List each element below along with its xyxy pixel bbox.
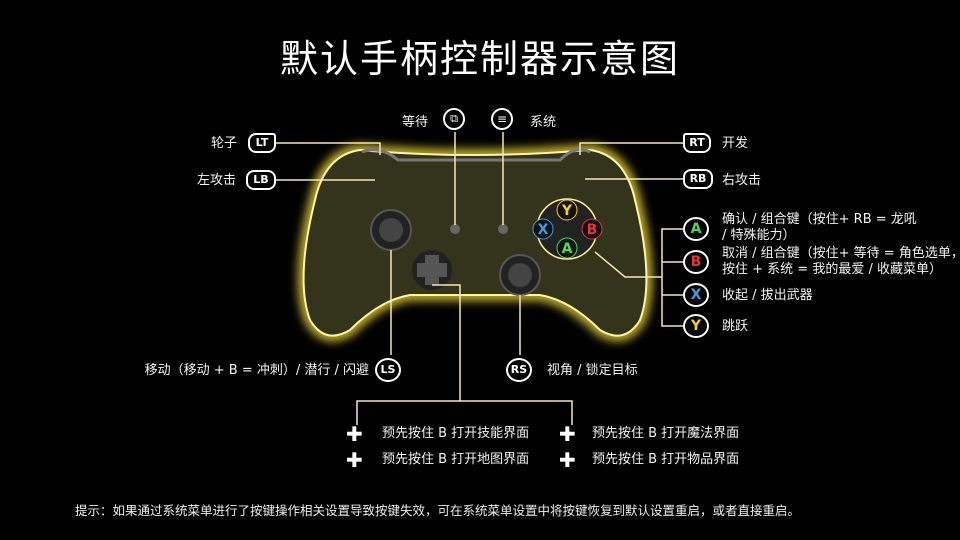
rt-badge: RT: [683, 133, 711, 153]
left-stick: [370, 209, 412, 251]
lt-badge: LT: [248, 133, 276, 153]
x-button-label: 收起 / 拔出武器: [722, 288, 813, 303]
dpad: [412, 250, 452, 290]
x-button-badge: X: [683, 283, 709, 307]
dpad-right-label: 预先按住 B 打开物品界面: [592, 452, 740, 467]
menu-icon: ≡: [491, 108, 513, 130]
a-button-badge: A: [683, 217, 709, 241]
footer-tip: 提示：如果通过系统菜单进行了按键操作相关设置导致按键失效，可在系统菜单设置中将按…: [75, 503, 801, 518]
dpad-left-label: 预先按住 B 打开魔法界面: [592, 426, 740, 441]
svg-text:Y: Y: [561, 203, 573, 219]
controller-body: [298, 144, 652, 341]
menu-label: 系统: [530, 115, 557, 130]
view-button: [450, 224, 460, 234]
dpad-down-icon: ✚: [346, 448, 363, 472]
rs-badge: RS: [506, 358, 532, 382]
a-line2: / 特殊能力）: [722, 228, 796, 243]
dpad-up-icon: ✚: [346, 422, 363, 446]
y-button-badge: Y: [683, 314, 709, 338]
ls-label: 移动（移动 + B = 冲刺）/ 潜行 / 闪避: [144, 363, 369, 378]
dpad-up-label: 预先按住 B 打开技能界面: [382, 426, 530, 441]
b-line2: 按住 + 系统 = 我的最爱 / 收藏菜单）: [722, 262, 942, 277]
view-icon: ⧉: [443, 108, 465, 130]
lt-label: 轮子: [211, 136, 238, 151]
dpad-down-label: 预先按住 B 打开地图界面: [382, 452, 530, 467]
lb-label: 左攻击: [197, 173, 237, 188]
lb-badge: LB: [246, 170, 276, 190]
right-stick: [499, 254, 541, 296]
svg-text:A: A: [562, 241, 573, 257]
y-button-label: 跳跃: [722, 319, 749, 334]
view-label: 等待: [402, 115, 429, 130]
a-line1: 确认 / 组合键（按住+ RB = 龙吼: [722, 212, 917, 227]
svg-text:X: X: [538, 222, 549, 238]
page-title: 默认手柄控制器示意图: [279, 37, 680, 81]
b-line1: 取消 / 组合键（按住+ 等待 = 角色选单，: [722, 246, 960, 261]
rb-badge: RB: [683, 169, 713, 189]
b-button-label: 取消 / 组合键（按住+ 等待 = 角色选单，按住 + 系统 = 我的最爱 / …: [722, 246, 960, 278]
rs-label: 视角 / 锁定目标: [547, 363, 638, 378]
rb-label: 右攻击: [722, 173, 762, 188]
leader-lines: [276, 132, 683, 425]
face-buttons: Y B X A: [532, 198, 603, 260]
rt-label: 开发: [722, 136, 749, 151]
a-button-label: 确认 / 组合键（按住+ RB = 龙吼/ 特殊能力）: [722, 212, 917, 244]
ls-badge: LS: [375, 358, 401, 382]
dpad-left-icon: ✚: [559, 422, 576, 446]
dpad-right-icon: ✚: [559, 448, 576, 472]
b-button-badge: B: [683, 250, 709, 274]
menu-button: [498, 224, 508, 234]
svg-text:B: B: [587, 222, 598, 238]
